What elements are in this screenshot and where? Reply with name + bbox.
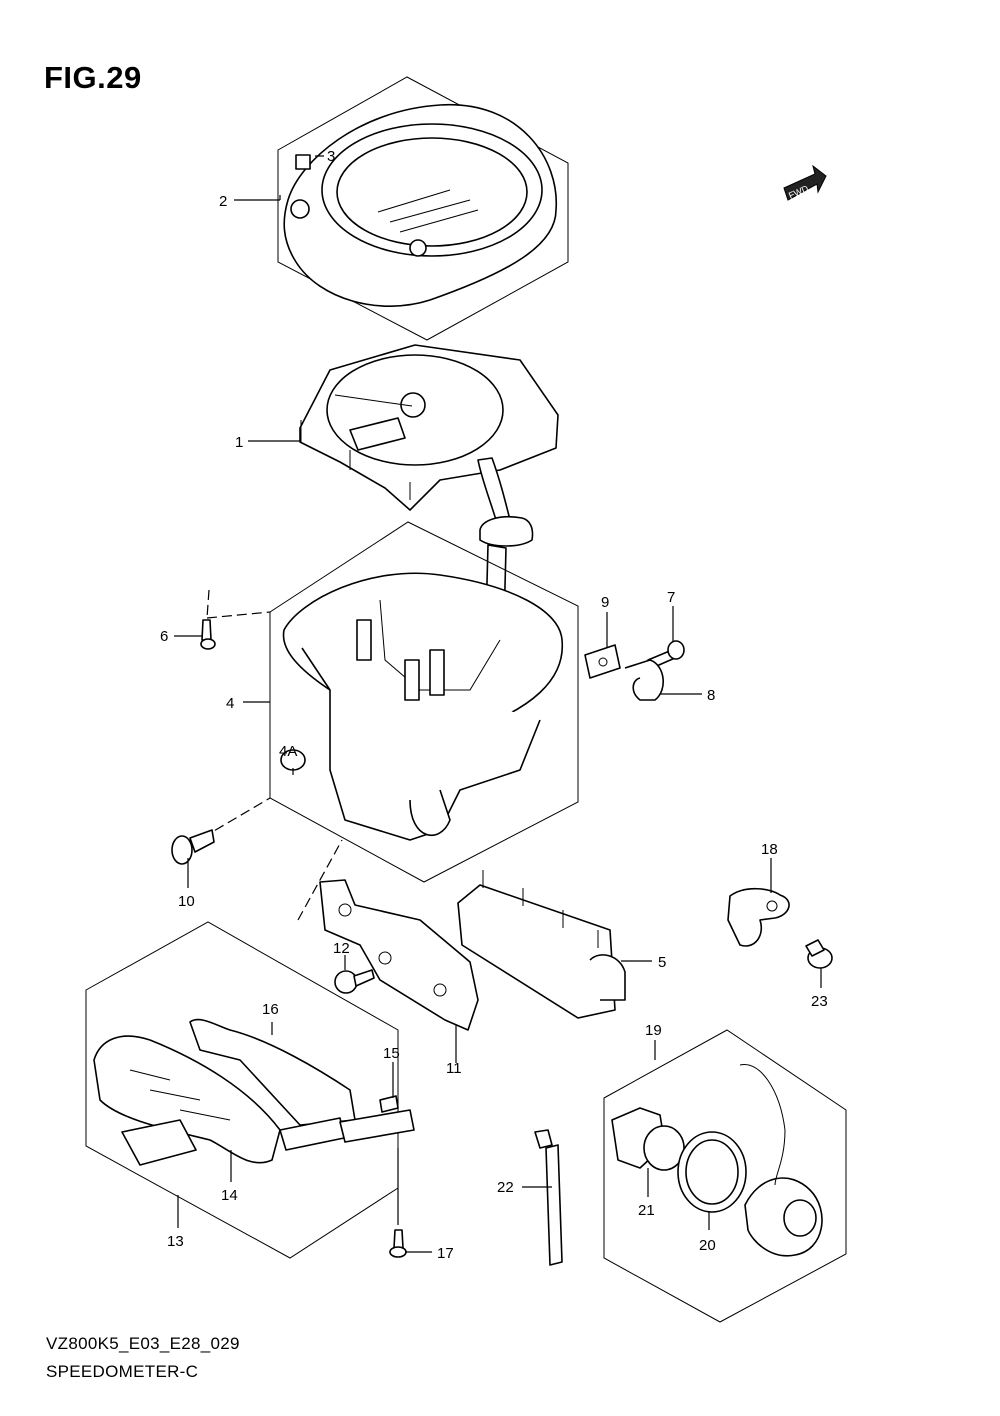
- part-13-indicator-assembly: [85, 921, 415, 1259]
- callout-15: 15: [383, 1045, 400, 1062]
- part-23-clip: [805, 939, 833, 969]
- model-code: VZ800K5_E03_E28_029: [46, 1334, 240, 1353]
- callout-1: 1: [235, 434, 243, 451]
- callout-21: 21: [638, 1202, 655, 1219]
- part-22-cable-tie: [534, 1129, 563, 1266]
- assembly-line-11: [297, 839, 343, 921]
- part-1-speedometer-unit: [299, 344, 559, 521]
- callout-14: 14: [221, 1187, 238, 1204]
- callout-17: 17: [437, 1245, 454, 1262]
- callout-labels: 1 2 3 4 4A 5 6 7 8 9 10 11 12 13 14 15 1…: [160, 148, 828, 1262]
- part-18-bracket: [727, 887, 790, 947]
- callout-13: 13: [167, 1233, 184, 1250]
- callout-18: 18: [761, 841, 778, 858]
- part-8-clamp: [624, 659, 664, 701]
- callout-5: 5: [658, 954, 666, 971]
- fwd-direction-arrow-icon: FWD: [783, 164, 827, 201]
- part-19-sensor-assembly: [603, 1029, 847, 1323]
- part-11-bracket: [319, 879, 479, 1031]
- figure-title: FIG.29: [44, 60, 142, 95]
- callout-19: 19: [645, 1022, 662, 1039]
- callout-22: 22: [497, 1179, 514, 1196]
- callout-2: 2: [219, 193, 227, 210]
- part-5-shield: [457, 870, 626, 1019]
- callout-16: 16: [262, 1001, 279, 1018]
- part-4-meter-case: [269, 521, 579, 883]
- callout-8: 8: [707, 687, 715, 704]
- part-10-bolt: [171, 829, 215, 865]
- assembly-name: SPEEDOMETER-C: [46, 1362, 199, 1381]
- callout-9: 9: [601, 594, 609, 611]
- callout-4a: 4A: [279, 743, 297, 760]
- assembly-line-6: [206, 611, 271, 619]
- assembly-line-10: [201, 797, 271, 839]
- callout-10: 10: [178, 893, 195, 910]
- callout-4: 4: [226, 695, 234, 712]
- callout-7: 7: [667, 589, 675, 606]
- callout-11: 11: [446, 1060, 462, 1077]
- assembly-line-6b: [206, 589, 210, 619]
- callout-20: 20: [699, 1237, 716, 1254]
- callout-23: 23: [811, 993, 828, 1010]
- part-12-bolt: [334, 969, 375, 994]
- callout-3: 3: [327, 148, 335, 165]
- part-9-clip: [584, 644, 621, 679]
- leader-lines: [174, 155, 822, 1253]
- callout-12: 12: [333, 940, 350, 957]
- callout-6: 6: [160, 628, 168, 645]
- part-6-screw: [200, 619, 216, 650]
- part-2-meter-cover: [277, 76, 569, 341]
- part-17-screw: [389, 1229, 407, 1258]
